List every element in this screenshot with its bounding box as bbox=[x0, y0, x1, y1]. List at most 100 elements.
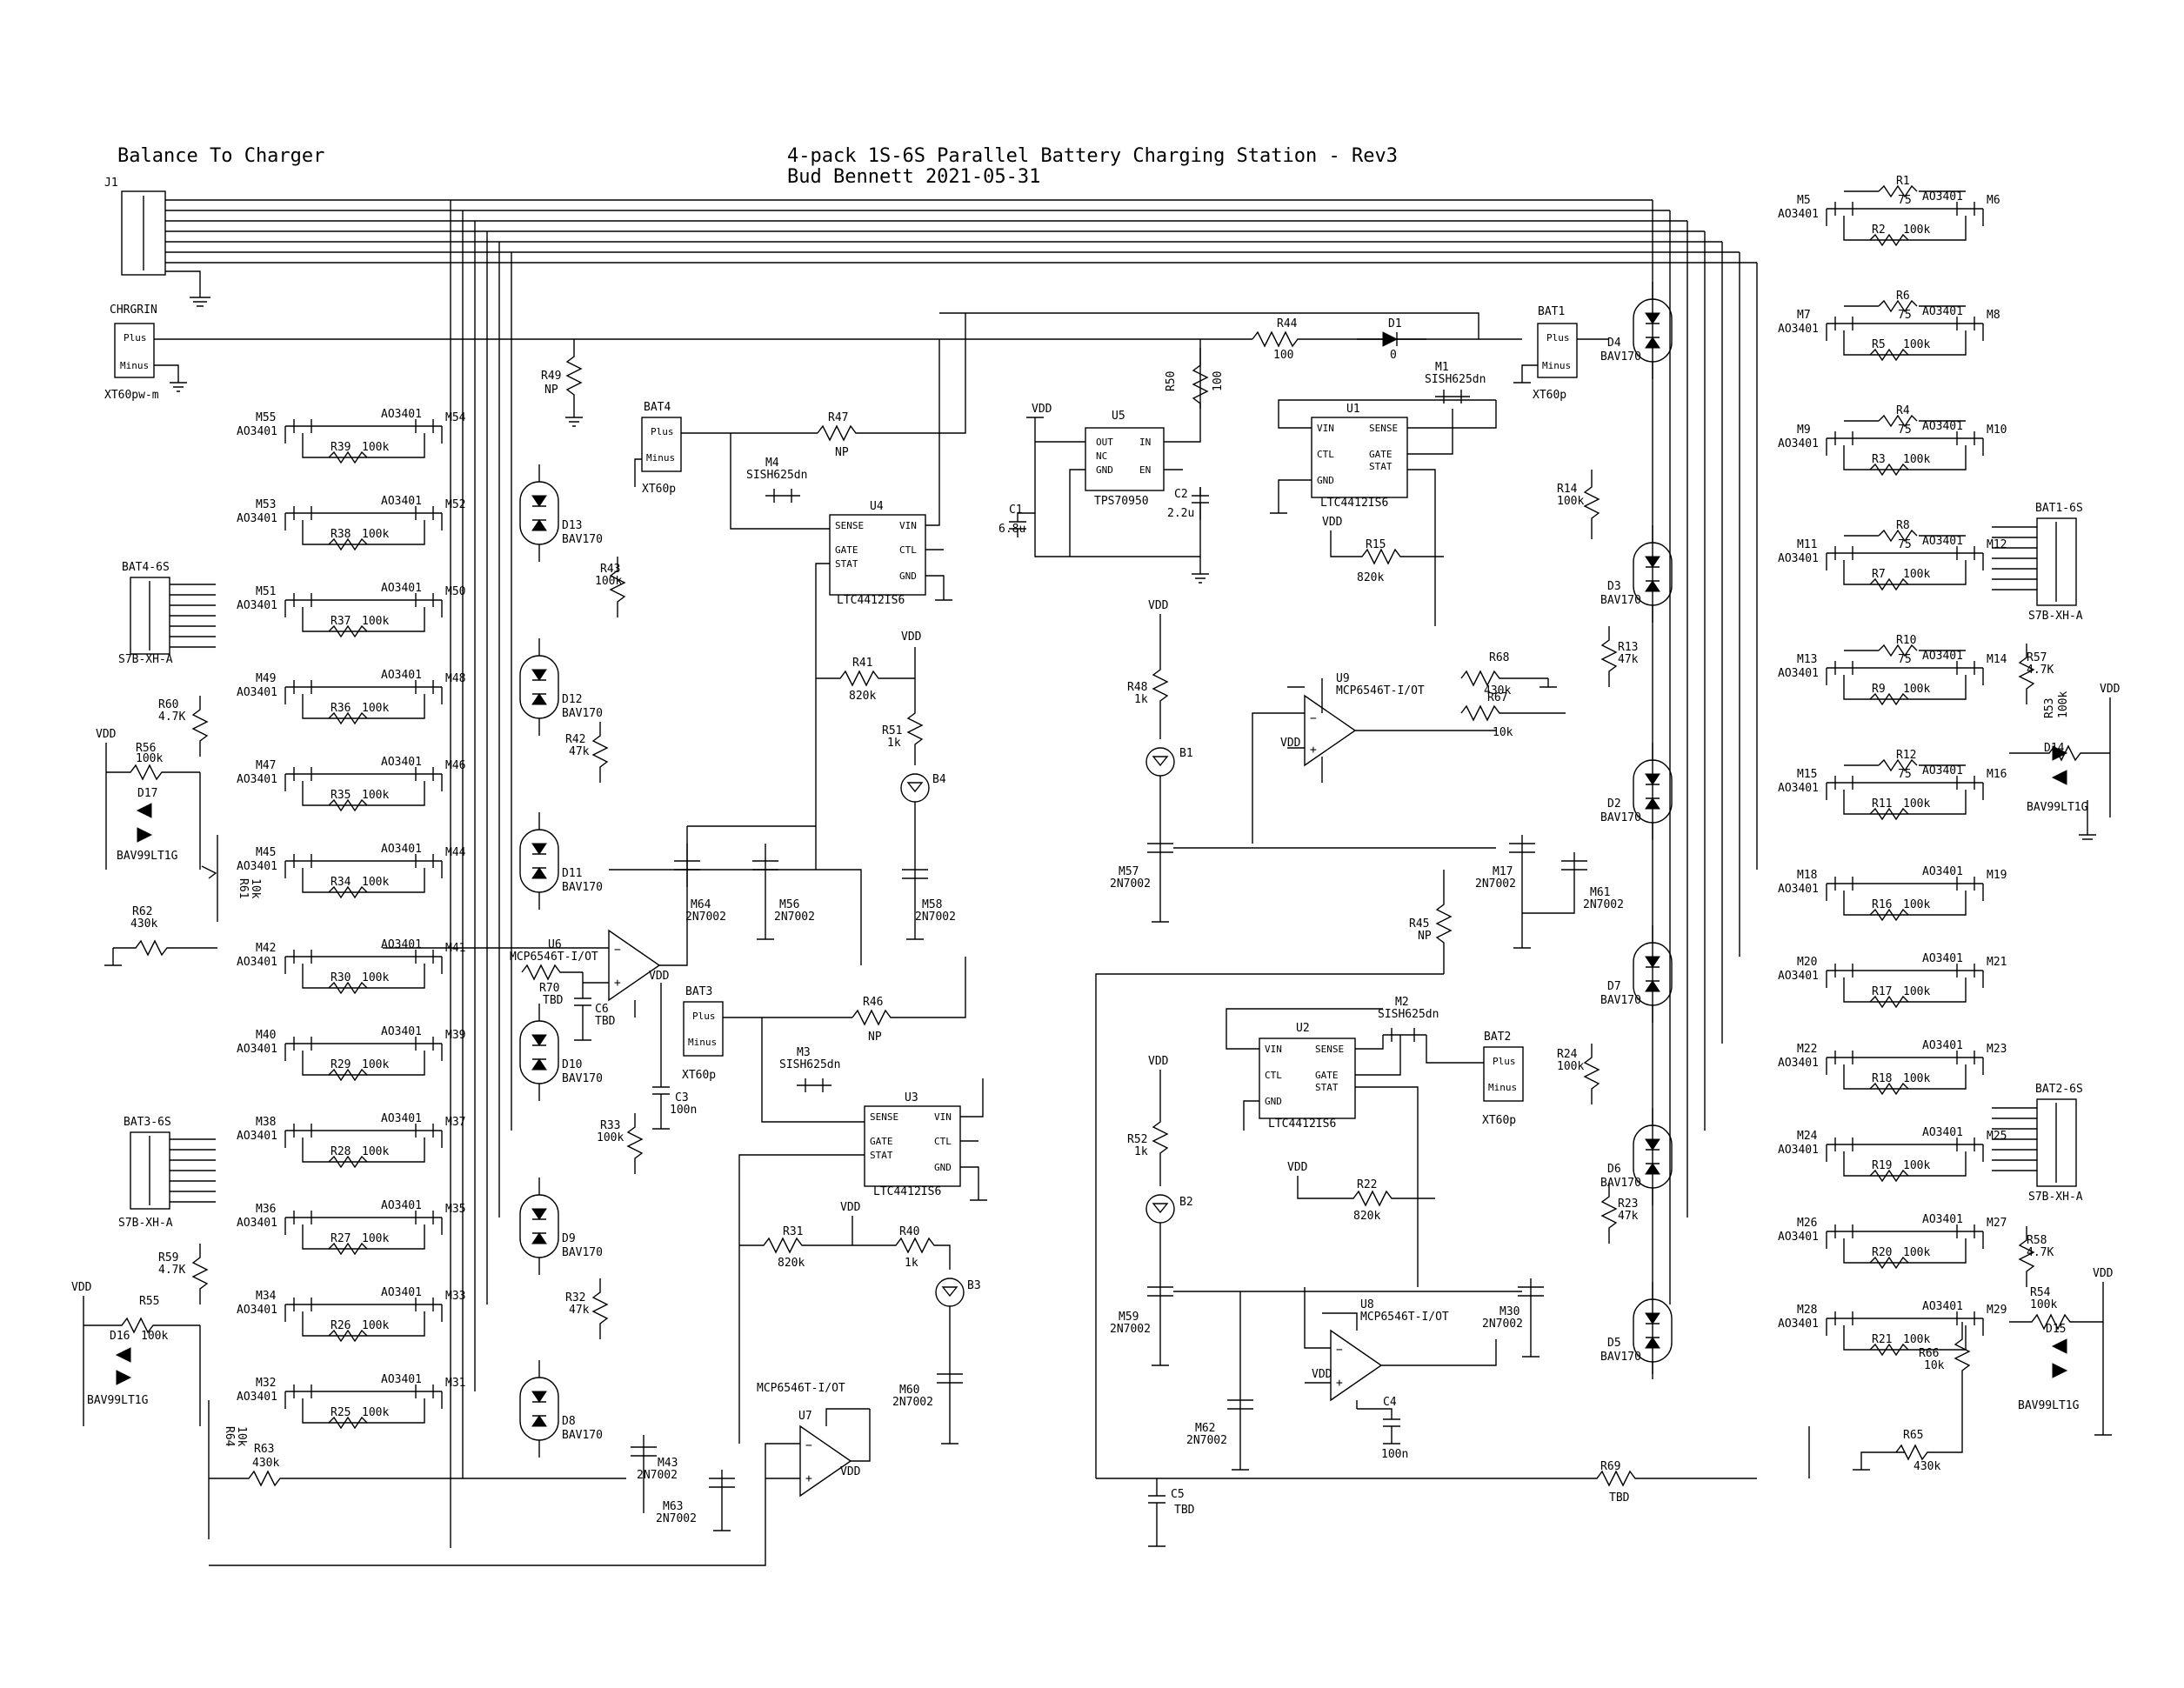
svg-text:SISH625dn: SISH625dn bbox=[779, 1058, 840, 1071]
mosfet-part: AO3401 bbox=[237, 599, 277, 612]
resistor-val: 75 bbox=[1898, 194, 1912, 207]
svg-text:0: 0 bbox=[1390, 349, 1397, 362]
c6: C6 TBD bbox=[574, 972, 616, 1041]
svg-text:R62: R62 bbox=[132, 905, 152, 918]
resistor-val: 100k bbox=[1903, 568, 1930, 581]
diode-val: BAV170 bbox=[562, 707, 603, 720]
mosfet-part: AO3401 bbox=[1922, 535, 1963, 548]
svg-text:GATE: GATE bbox=[835, 544, 858, 556]
svg-text:MCP6546T-I/OT: MCP6546T-I/OT bbox=[1336, 684, 1425, 697]
svg-text:U2: U2 bbox=[1296, 1022, 1310, 1035]
svg-text:820k: 820k bbox=[1357, 571, 1384, 584]
svg-text:Plus: Plus bbox=[1546, 332, 1570, 344]
svg-text:10k: 10k bbox=[235, 1426, 248, 1447]
connector-bat3-6s: BAT3-6S S7B-XH-A bbox=[118, 1116, 216, 1230]
resistor-val: 100k bbox=[1903, 1333, 1930, 1346]
svg-text:D1: D1 bbox=[1388, 317, 1402, 330]
svg-text:XT60p: XT60p bbox=[682, 1069, 716, 1082]
mosfet-ref: M45 bbox=[256, 846, 276, 859]
svg-text:47k: 47k bbox=[569, 745, 590, 758]
r15: VDD R15 820k bbox=[1322, 516, 1444, 584]
svg-text:820k: 820k bbox=[849, 690, 876, 703]
svg-text:R68: R68 bbox=[1489, 651, 1509, 664]
resistor-ref: R6 bbox=[1896, 290, 1910, 303]
svg-text:XT60pw-m: XT60pw-m bbox=[104, 389, 159, 402]
resistor-ref: R18 bbox=[1872, 1072, 1892, 1085]
svg-text:100k: 100k bbox=[1557, 1060, 1584, 1073]
svg-text:R24: R24 bbox=[1557, 1048, 1578, 1061]
svg-text:100n: 100n bbox=[1381, 1448, 1408, 1461]
c1: C1 6.8u bbox=[998, 504, 1035, 537]
mosfet-part: AO3401 bbox=[1922, 1039, 1963, 1052]
mosfet-part: AO3401 bbox=[237, 1043, 277, 1056]
mosfet-part: AO3401 bbox=[381, 408, 422, 421]
resistor-ref: R28 bbox=[331, 1145, 351, 1158]
svg-text:LTC4412IS6: LTC4412IS6 bbox=[1268, 1118, 1336, 1131]
svg-text:GND: GND bbox=[934, 1162, 952, 1173]
resistor-ref: R1 bbox=[1896, 175, 1910, 188]
resistor-ref: R21 bbox=[1872, 1333, 1892, 1346]
mosfet-part: AO3401 bbox=[237, 1391, 277, 1404]
svg-text:U4: U4 bbox=[870, 500, 884, 513]
resistor-ref: R3 bbox=[1872, 453, 1886, 466]
mosfet-ref: M12 bbox=[1987, 538, 2007, 551]
connector-bat1-6s: BAT1-6S S7B-XH-A bbox=[1992, 502, 2083, 623]
mosfet-ref: M26 bbox=[1797, 1217, 1817, 1230]
svg-text:NP: NP bbox=[835, 446, 849, 459]
svg-text:−: − bbox=[805, 1439, 812, 1452]
mosfet-part: AO3401 bbox=[1778, 208, 1819, 221]
mosfet-part: AO3401 bbox=[237, 512, 277, 525]
svg-text:+: + bbox=[1336, 1377, 1343, 1390]
svg-text:2.2u: 2.2u bbox=[1167, 507, 1194, 520]
resistor-val: 75 bbox=[1898, 653, 1912, 666]
connector-bat2: BAT2 Plus Minus XT60p bbox=[1444, 1031, 1524, 1127]
resistor-ref: R7 bbox=[1872, 568, 1886, 581]
mosfet-part: AO3401 bbox=[237, 686, 277, 699]
mosfet-ref: M31 bbox=[445, 1377, 465, 1390]
mosfet-part: AO3401 bbox=[381, 938, 422, 951]
svg-text:VDD: VDD bbox=[840, 1201, 861, 1214]
resistor-val: 100k bbox=[362, 789, 389, 802]
diode-val: BAV170 bbox=[1600, 594, 1641, 607]
resistor-ref: R29 bbox=[331, 1058, 351, 1071]
mosfet-part: AO3401 bbox=[381, 495, 422, 508]
svg-text:NP: NP bbox=[868, 1031, 882, 1044]
svg-text:S7B-XH-A: S7B-XH-A bbox=[118, 653, 173, 666]
svg-text:CTL: CTL bbox=[1317, 449, 1334, 460]
svg-text:R42: R42 bbox=[565, 733, 585, 746]
svg-text:VDD: VDD bbox=[2093, 1267, 2114, 1280]
resistor-val: 100k bbox=[1903, 224, 1930, 237]
mosfet-part: AO3401 bbox=[237, 1130, 277, 1143]
right-bus bbox=[1652, 200, 1758, 1374]
svg-text:TBD: TBD bbox=[1609, 1491, 1630, 1505]
svg-text:GND: GND bbox=[1096, 464, 1113, 476]
svg-text:M56: M56 bbox=[779, 898, 799, 911]
resistor-val: 100k bbox=[1903, 985, 1930, 998]
mosfet-ref: M44 bbox=[445, 846, 466, 859]
svg-text:U8: U8 bbox=[1360, 1298, 1374, 1311]
svg-text:Minus: Minus bbox=[120, 360, 149, 371]
svg-text:100k: 100k bbox=[597, 1131, 624, 1144]
svg-text:4.7K: 4.7K bbox=[2027, 1246, 2054, 1259]
mosfet-part: AO3401 bbox=[1922, 1213, 1963, 1226]
resistor-val: 100k bbox=[362, 528, 389, 541]
svg-text:EN: EN bbox=[1139, 464, 1151, 476]
mosfet-part: AO3401 bbox=[1922, 1300, 1963, 1313]
svg-text:S7B-XH-A: S7B-XH-A bbox=[118, 1217, 173, 1230]
svg-text:1k: 1k bbox=[887, 737, 901, 750]
resistor-ref: R27 bbox=[331, 1232, 351, 1245]
mosfet-part: AO3401 bbox=[1778, 323, 1819, 336]
resistor-ref: R17 bbox=[1872, 985, 1892, 998]
svg-text:100: 100 bbox=[1212, 371, 1225, 391]
svg-text:GATE: GATE bbox=[1369, 449, 1393, 460]
resistor-ref: R36 bbox=[331, 702, 351, 715]
connector-chrgrin: CHRGRIN Plus Minus XT60pw-m bbox=[104, 304, 939, 402]
svg-text:VDD: VDD bbox=[1312, 1368, 1332, 1381]
diode-val: BAV170 bbox=[562, 881, 603, 894]
d1: D1 0 bbox=[1357, 317, 1426, 362]
svg-text:M30: M30 bbox=[1499, 1305, 1519, 1318]
